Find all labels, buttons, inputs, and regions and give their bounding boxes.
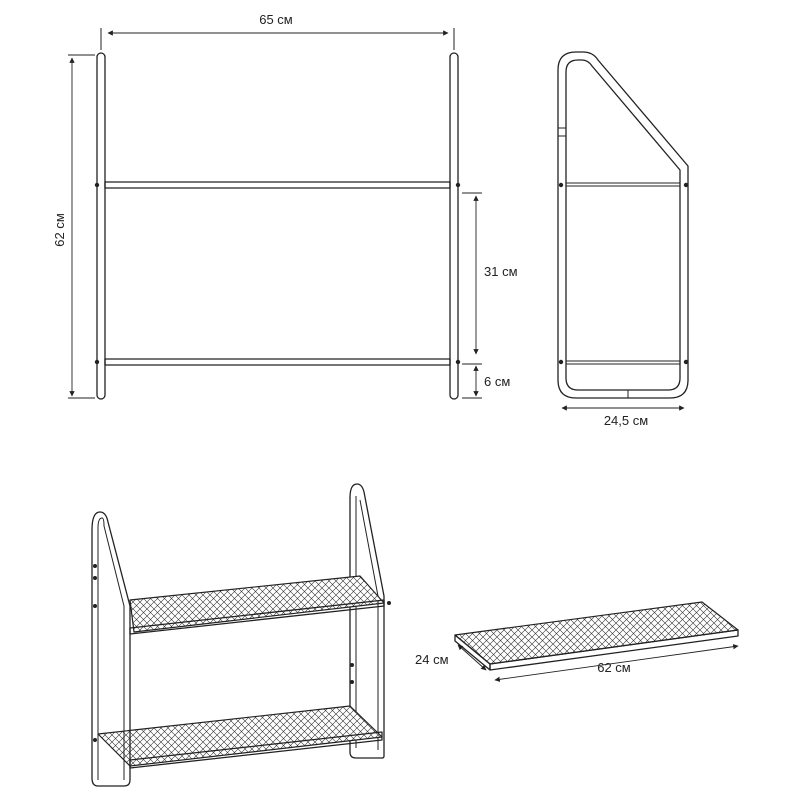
side-frame-inner [565,59,681,391]
front-left-post-outer [91,511,131,787]
perspective-bolt [387,601,391,605]
width-label: 65 см [259,12,293,27]
shelf-depth-label: 24 см [415,652,449,667]
height-label: 62 см [52,213,67,247]
side-bolt [558,359,564,365]
perspective-view [91,483,391,787]
front-lower-bar [104,358,451,366]
perspective-bolt [93,604,97,608]
front-left-post-inner [97,517,125,780]
side-bolt [558,182,564,188]
shelf-detail-mesh [454,601,739,665]
shelf-detail-front-edge [489,629,739,671]
side-frame-outer [557,51,689,399]
shelf-depth-dimension-line [457,644,487,671]
perspective-bolt [93,564,97,568]
front-bolt [94,359,100,365]
front-left-post [96,52,106,400]
bottom-offset-label: 6 см [484,374,510,389]
side-view: 24,5 см [557,51,689,428]
front-bolt [94,182,100,188]
front-right-post [449,52,459,400]
back-right-post-body [349,497,383,759]
shelf-detail-view: 24 см 62 см [415,601,739,683]
front-view: 65 см 62 см 31 см 6 см [52,12,518,400]
perspective-bolt [93,576,97,580]
side-bolt [683,182,689,188]
perspective-bolt [350,663,354,667]
front-upper-bar [104,181,451,189]
perspective-bolt [350,680,354,684]
depth-label: 24,5 см [604,413,648,428]
shelf-length-label: 62 см [597,660,631,675]
front-bolt [455,182,461,188]
side-bolt [683,359,689,365]
front-bolt [455,359,461,365]
shelf-spacing-label: 31 см [484,264,518,279]
back-right-post-outer [349,483,385,759]
shelf-length-dimension-line [494,643,739,683]
lower-shelf-mesh [97,705,383,767]
perspective-bolt [93,738,97,742]
back-right-post-edge [359,499,379,750]
